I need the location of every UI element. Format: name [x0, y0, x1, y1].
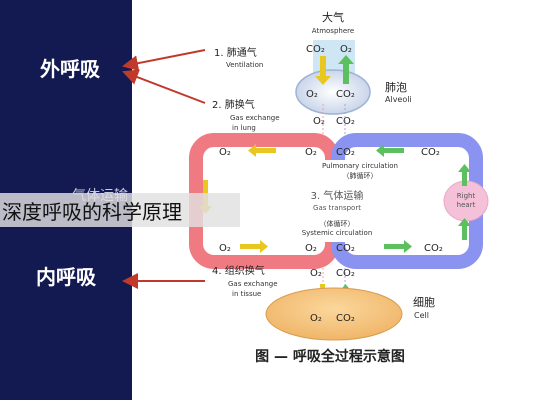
tissue-exchange-step-label: 4. 组织换气: [212, 264, 265, 277]
ventilation-step-label: 1. 肺通气: [214, 46, 257, 59]
lung-exchange-step-en: Gas exchange: [230, 114, 280, 122]
pointer-lung-exchange: [122, 69, 206, 104]
co2-arrow: [384, 148, 404, 153]
gas-label: CO₂: [421, 147, 440, 158]
gas-label: O₂: [313, 116, 325, 127]
o2-arrow: [248, 144, 256, 157]
cell-en: Cell: [414, 311, 429, 320]
atmosphere-cn: 大气: [322, 10, 344, 24]
gas-label: O₂: [219, 147, 231, 158]
pulmonary-circulation-en: Pulmonary circulation: [322, 162, 398, 170]
gas-label: O₂: [340, 44, 352, 55]
gas-label: CO₂: [336, 268, 355, 279]
systemic-circulation-cn: （体循环）: [320, 219, 355, 228]
co2-arrow: [376, 144, 384, 157]
gas-label: O₂: [306, 89, 318, 100]
right-heart-label: heart: [457, 201, 476, 209]
tissue-exchange-step-en: Gas exchange: [228, 280, 278, 288]
co2-arrow: [462, 226, 467, 240]
gas-label: O₂: [219, 243, 231, 254]
alveoli-bulb: [295, 69, 371, 115]
gas-label: CO₂: [336, 313, 355, 324]
gas-label: CO₂: [424, 243, 443, 254]
o2-arrow: [320, 56, 326, 76]
gas-label: O₂: [310, 268, 322, 279]
gas-label: CO₂: [336, 243, 355, 254]
co2-arrow: [404, 240, 412, 253]
label-internal-respiration: 内呼吸: [36, 265, 97, 289]
lung-exchange-step-en: in lung: [232, 124, 256, 132]
cell-cn: 细胞: [413, 296, 435, 309]
gas-transport-step-label: 3. 气体运输: [311, 189, 364, 202]
gas-label: CO₂: [336, 147, 355, 158]
gas-label: CO₂: [336, 89, 355, 100]
co2-arrow: [343, 64, 349, 84]
label-external-respiration: 外呼吸: [40, 57, 101, 81]
pointer-ventilation: [122, 49, 206, 72]
o2-arrow: [256, 148, 276, 153]
cell-body: [265, 287, 403, 341]
ventilation-step-en: Ventilation: [226, 61, 263, 69]
lung-exchange-step-label: 2. 肺换气: [212, 98, 255, 111]
co2-arrow: [338, 55, 354, 64]
co2-arrow: [384, 244, 404, 249]
gas-label: CO₂: [306, 44, 325, 55]
systemic-circulation-en: Systemic circulation: [302, 229, 373, 237]
circulation-centre: [215, 160, 459, 242]
gas-label: O₂: [310, 313, 322, 324]
gas-label: O₂: [305, 243, 317, 254]
title-banner: 深度呼吸的科学原理: [0, 193, 240, 227]
pulmonary-circulation-cn: （肺循环）: [343, 171, 378, 180]
o2-arrow: [315, 76, 331, 85]
co2-arrow: [458, 218, 471, 226]
tissue-exchange-step-en: in tissue: [232, 290, 261, 298]
right-heart-label: Right: [457, 192, 476, 200]
gas-label: O₂: [305, 147, 317, 158]
alveoli-en: Alveoli: [385, 95, 412, 104]
atmosphere-en: Atmosphere: [312, 27, 354, 35]
o2-arrow: [260, 240, 268, 253]
alveoli-cn: 肺泡: [385, 80, 407, 94]
figure-caption: 图 — 呼吸全过程示意图: [255, 348, 405, 365]
co2-arrow: [462, 172, 467, 186]
o2-arrow: [240, 244, 260, 249]
co2-arrow: [458, 164, 471, 172]
gas-transport-step-en: Gas transport: [313, 204, 361, 212]
